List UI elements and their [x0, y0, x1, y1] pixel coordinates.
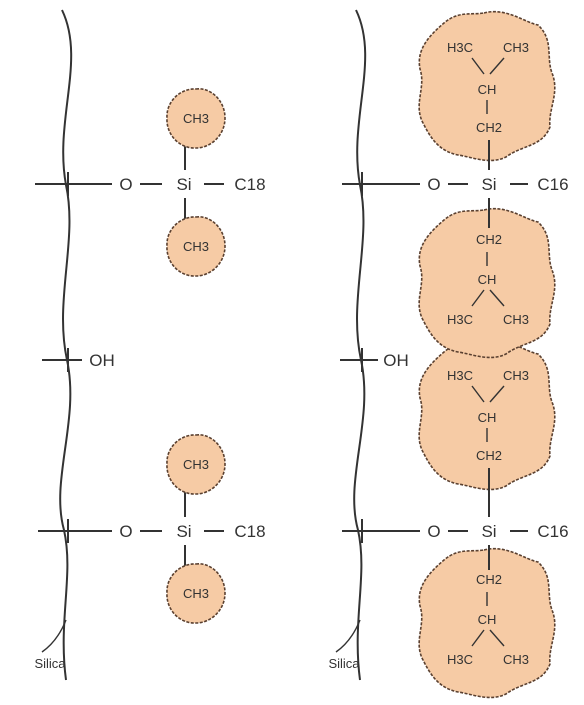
svg-text:CH2: CH2 [476, 120, 502, 135]
silanol-left: OH [42, 348, 115, 372]
silanol-right: OH [340, 348, 409, 372]
svg-text:CH3: CH3 [183, 586, 209, 601]
left-panel: O Si C18 CH3 CH3 OH O Si [34, 9, 266, 681]
silica-label-left: Silica [34, 656, 66, 671]
oxygen-atom: O [427, 175, 440, 194]
svg-text:CH3: CH3 [503, 312, 529, 327]
oxygen-atom: O [119, 522, 132, 541]
silica-label-right: Silica [328, 656, 360, 671]
silanol-label: OH [383, 351, 409, 370]
svg-text:CH2: CH2 [476, 572, 502, 587]
svg-text:CH3: CH3 [183, 111, 209, 126]
silica-surface-right [353, 9, 367, 681]
c16-chain-label: C16 [537, 175, 568, 194]
svg-text:CH3: CH3 [183, 239, 209, 254]
svg-text:CH: CH [478, 612, 497, 627]
methyl-blob: CH3 [166, 563, 226, 624]
right-panel: H3C CH3 CH CH2 H3C CH3 CH CH2 CH2 CH [328, 9, 569, 699]
oxygen-atom: O [119, 175, 132, 194]
c16-chain-label: C16 [537, 522, 568, 541]
svg-text:CH3: CH3 [183, 457, 209, 472]
svg-text:H3C: H3C [447, 368, 473, 383]
svg-text:H3C: H3C [447, 40, 473, 55]
oxygen-atom: O [427, 522, 440, 541]
svg-text:CH3: CH3 [503, 368, 529, 383]
c18-chain-label: C18 [234, 522, 265, 541]
linkage-top-left: O Si C18 [35, 136, 266, 222]
methyl-blob: CH3 [166, 216, 226, 277]
svg-text:CH: CH [478, 82, 497, 97]
silanol-label: OH [89, 351, 115, 370]
c18-chain-label: C18 [234, 175, 265, 194]
silicon-atom: Si [481, 175, 496, 194]
svg-text:H3C: H3C [447, 312, 473, 327]
silicon-atom: Si [176, 175, 191, 194]
methyl-blob: CH3 [166, 434, 226, 495]
linkage-bottom-right: O Si C16 [342, 468, 569, 570]
isobutyl-blob: CH2 CH H3C CH3 [418, 547, 556, 699]
svg-text:CH3: CH3 [503, 40, 529, 55]
svg-text:CH3: CH3 [503, 652, 529, 667]
svg-text:H3C: H3C [447, 652, 473, 667]
silicon-atom: Si [481, 522, 496, 541]
svg-text:CH2: CH2 [476, 232, 502, 247]
svg-text:CH: CH [478, 272, 497, 287]
linkage-top-right: O Si C16 [342, 140, 569, 228]
isobutyl-blob: CH2 CH H3C CH3 [418, 207, 556, 359]
silica-surface-left [59, 9, 73, 681]
svg-text:CH: CH [478, 410, 497, 425]
linkage-bottom-left: O Si C18 [38, 487, 266, 570]
svg-text:CH2: CH2 [476, 448, 502, 463]
isobutyl-blob: H3C CH3 CH CH2 [418, 339, 556, 491]
silicon-atom: Si [176, 522, 191, 541]
methyl-blob: CH3 [166, 88, 226, 149]
isobutyl-blob: H3C CH3 CH CH2 [418, 10, 556, 162]
